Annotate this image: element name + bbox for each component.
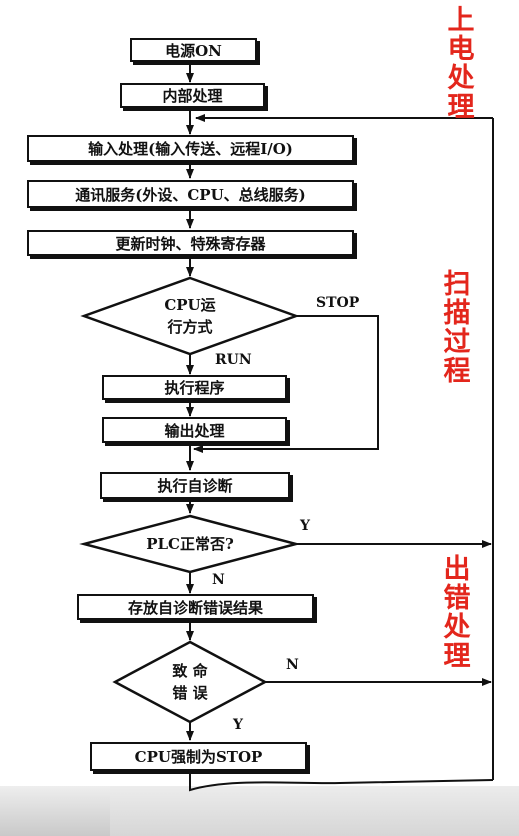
fatal-error-line1: 致 命 — [172, 662, 208, 680]
communication-service-box: 通讯服务(外设、CPU、总线服务) — [27, 180, 354, 208]
cpu-mode-text: CPU运 行方式 — [130, 294, 250, 338]
fatal-yes-label: Y — [233, 717, 243, 733]
loop-bottom-line — [189, 772, 494, 792]
plc-yes-label: Y — [300, 518, 310, 534]
run-label: RUN — [215, 352, 252, 368]
fatal-error-diamond — [112, 640, 268, 724]
bottom-shadow-bar-light — [110, 786, 519, 836]
cpu-mode-line2: 行方式 — [167, 318, 213, 336]
side-label-error: 出错处理 — [443, 554, 471, 672]
plc-no-label: N — [212, 572, 225, 588]
cpu-mode-line1: CPU运 — [164, 296, 216, 314]
side-label-power-up: 上电处理 — [447, 5, 475, 123]
cpu-mode-diamond — [80, 276, 300, 356]
arrow-stop-branch — [193, 315, 379, 453]
update-clock-box: 更新时钟、特殊寄存器 — [27, 230, 354, 256]
input-processing-box: 输入处理(输入传送、远程I/O) — [27, 135, 354, 162]
fatal-error-line2: 错 误 — [172, 684, 208, 702]
plc-normal-diamond — [79, 514, 301, 574]
internal-processing-box: 内部处理 — [120, 83, 265, 108]
output-processing-box: 输出处理 — [102, 417, 287, 443]
execute-program-box: 执行程序 — [102, 375, 287, 400]
self-diagnosis-box: 执行自诊断 — [100, 472, 290, 499]
stop-label: STOP — [316, 295, 360, 311]
force-stop-box: CPU强制为STOP — [90, 742, 307, 771]
fatal-no-label: N — [286, 657, 299, 673]
store-diagnosis-box: 存放自诊断错误结果 — [77, 594, 314, 620]
power-on-box: 电源ON — [130, 38, 257, 62]
side-label-scan: 扫描过程 — [443, 269, 471, 387]
fatal-error-text: 致 命 错 误 — [140, 660, 240, 704]
plc-normal-text: PLC正常否? — [146, 535, 234, 553]
